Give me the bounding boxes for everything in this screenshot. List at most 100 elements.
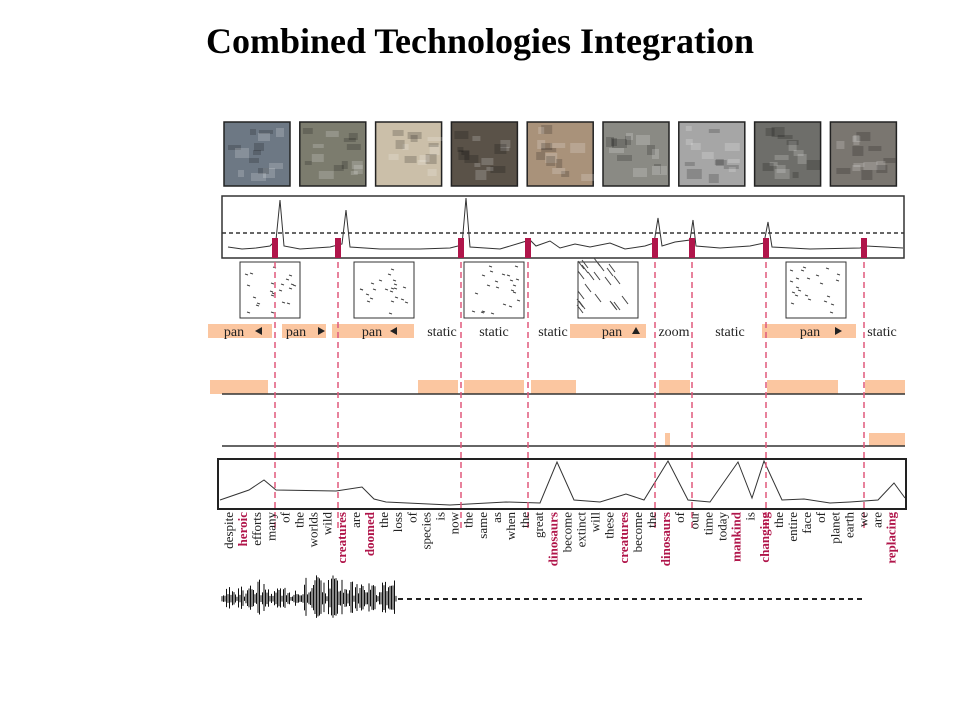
camera-label: static [715, 325, 745, 340]
transcript-word: many [263, 512, 278, 541]
transcript-word: great [531, 512, 546, 538]
feature-1-segment [531, 380, 576, 394]
keyframe-fur [374, 121, 443, 187]
transcript-word: creatures [616, 512, 631, 564]
transcript-word: extinct [574, 512, 589, 548]
camera-label: pan [286, 325, 306, 340]
feature-1-segment [464, 380, 524, 394]
transcript-word: despite [221, 512, 236, 549]
transcript-word: changing [757, 512, 772, 563]
audio-waveform [221, 575, 397, 618]
page-title: Combined Technologies Integration [205, 21, 755, 61]
transcript-word: the [461, 512, 476, 528]
camera-direction-arrow [390, 327, 397, 335]
transcript-word: wild [320, 512, 335, 536]
motion-inset [576, 257, 639, 319]
transcript-word: mankind [729, 511, 744, 562]
camera-direction-arrow [632, 327, 640, 334]
motion-inset [463, 261, 525, 319]
motion-field-insets [239, 257, 847, 319]
transcript-word: become [630, 512, 645, 553]
transcript-word: these [602, 512, 617, 539]
camera-motion-band [282, 324, 326, 338]
transcript-word: heroic [235, 512, 250, 547]
transcript-word: will [588, 512, 603, 533]
camera-label: static [538, 325, 568, 340]
motion-inset [353, 261, 415, 319]
language-importance-panel [217, 458, 907, 510]
shot-boundary-markers [272, 238, 867, 528]
camera-label: static [479, 325, 509, 340]
feature-1-segment [865, 380, 905, 394]
keyframe-strip [223, 121, 898, 187]
camera-label: static [427, 325, 457, 340]
cut-marker [689, 238, 695, 258]
transcript-word: of [404, 511, 419, 523]
transcript-word: doomed [362, 511, 377, 556]
transcript-word: species [418, 512, 433, 550]
feature-row-2 [665, 433, 905, 446]
camera-motion-band [762, 324, 856, 338]
motion-inset [239, 261, 301, 319]
camera-label: pan [224, 325, 244, 340]
transcript-word: face [799, 512, 814, 534]
transcript-word: loss [390, 512, 405, 532]
feature-1-segment [659, 380, 690, 394]
transcript-word: creatures [334, 512, 349, 564]
feature-1-segment [767, 380, 838, 394]
transcript-word: dinosaurs [545, 512, 560, 566]
keyframe-crowd [829, 121, 898, 187]
transcript-word: as [489, 512, 504, 523]
keyframe-giraffe [526, 121, 597, 187]
cut-marker [763, 238, 769, 258]
transcript-word: efforts [249, 512, 264, 546]
cut-marker [458, 238, 464, 258]
transcript-word: the [376, 512, 391, 528]
transcript-word: the [644, 512, 659, 528]
feature-2-segment [665, 433, 670, 446]
transcript-word: is [743, 512, 758, 521]
camera-motion-band [332, 324, 414, 338]
transcript-word: worlds [306, 512, 321, 547]
cut-marker [335, 238, 341, 258]
transcript-word: of [277, 511, 292, 523]
transcript-word: planet [827, 512, 842, 544]
transcript-word: the [771, 512, 786, 528]
cut-marker [652, 238, 658, 258]
transcript-word: now [447, 511, 462, 534]
camera-motion-band [570, 324, 646, 338]
transcript-word: same [475, 512, 490, 539]
transcript-word: replacing [884, 512, 899, 564]
transcript-word: today [715, 512, 730, 541]
camera-direction-arrow [318, 327, 325, 335]
feature-1-segment [210, 380, 268, 394]
language-importance-curve [219, 459, 906, 506]
cut-marker [861, 238, 867, 258]
transcript-word: when [503, 512, 518, 541]
keyframe-eagle [450, 121, 519, 187]
transcript-word: dinosaurs [658, 512, 673, 566]
transcript-word: we [856, 512, 871, 527]
camera-motion-band [208, 324, 272, 338]
transcript-word: the [292, 512, 307, 528]
keyframe-city-aerial [753, 121, 822, 187]
keyframe-rock-creature [299, 121, 367, 187]
transcript-word: is [433, 512, 448, 521]
feature-1-segment [418, 380, 458, 394]
keyframe-traffic [602, 121, 670, 187]
transcript-word: become [559, 512, 574, 553]
transcript-word: our [686, 511, 701, 529]
transcript-word: entire [785, 512, 800, 542]
scene-cut-signal [227, 197, 904, 250]
keyframe-shark-fin [223, 121, 291, 187]
camera-direction-arrow [255, 327, 262, 335]
transcript-word: of [672, 511, 687, 523]
transcript-word: are [348, 512, 363, 528]
transcript-word: earth [841, 512, 856, 538]
camera-label: pan [800, 325, 820, 340]
camera-label: zoom [658, 325, 689, 340]
keyframe-skyline-grey [678, 121, 746, 187]
